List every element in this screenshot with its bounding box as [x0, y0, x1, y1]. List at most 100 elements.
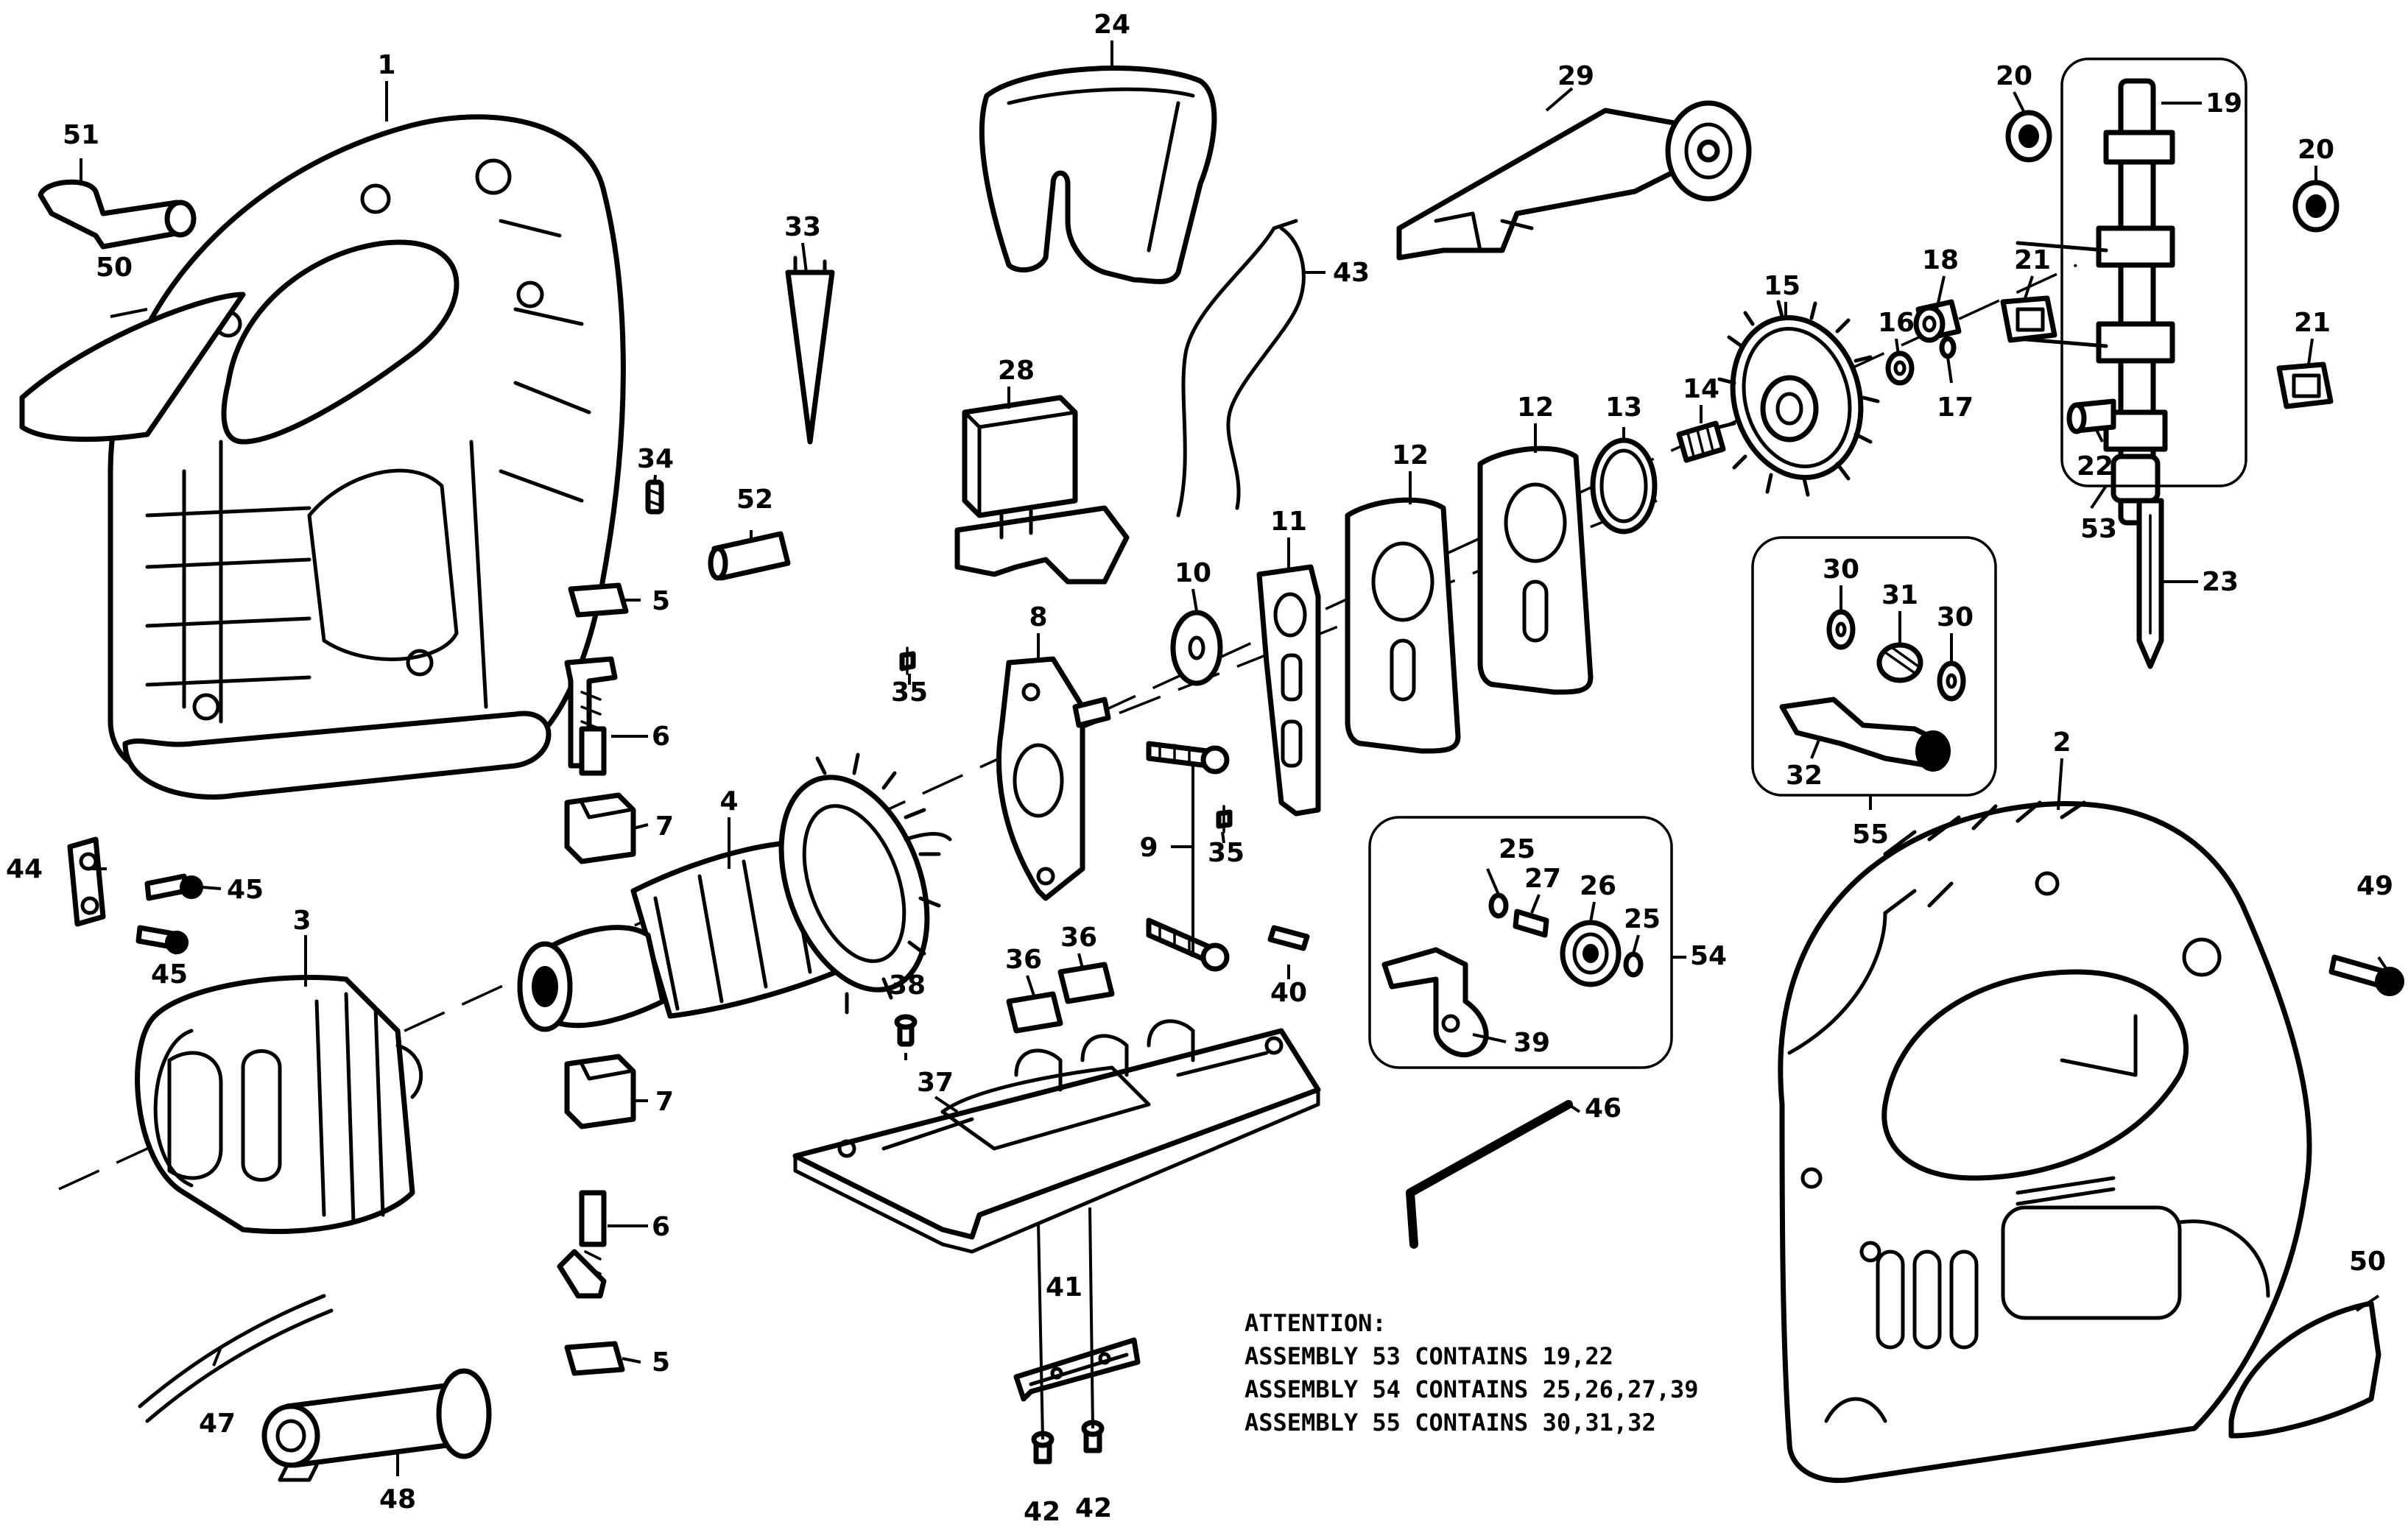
part-21-slider-right: [2276, 362, 2334, 409]
part-2-housing-right: [1778, 800, 2312, 1484]
part-13-ring: [1590, 437, 1658, 535]
part-22-roller-pin: [2066, 398, 2116, 434]
label-52: 52: [736, 484, 773, 515]
part-49-screw: [2328, 954, 2404, 996]
label-4: 4: [719, 786, 738, 817]
part-12-plate-front: [1345, 497, 1461, 754]
label-14: 14: [1683, 374, 1719, 404]
part-44-cord-clamp: [67, 836, 106, 927]
part-9-screw-upper: [1146, 741, 1230, 775]
label-53: 53: [2080, 514, 2117, 544]
label-32: 32: [1786, 761, 1823, 791]
label-7a: 7: [655, 811, 674, 842]
label-33: 33: [784, 212, 821, 242]
part-6-brush-upper: [564, 656, 618, 776]
part-39-bracket: [1381, 947, 1489, 1058]
part-36-pad-right: [1057, 962, 1115, 1004]
label-39: 39: [1513, 1028, 1550, 1058]
part-29-roller-arm: [1396, 100, 1752, 261]
label-35b: 35: [1208, 838, 1245, 868]
label-21b: 21: [2294, 308, 2331, 338]
part-14-needle-bearing: [1676, 420, 1726, 463]
part-3-stator: [135, 974, 423, 1235]
label-24: 24: [1094, 10, 1130, 40]
label-3: 3: [292, 906, 311, 936]
label-42a: 42: [1024, 1497, 1060, 1527]
label-45a: 45: [227, 875, 264, 905]
label-42b: 42: [1075, 1493, 1112, 1523]
label-54: 54: [1690, 941, 1727, 971]
label-28: 28: [998, 356, 1035, 386]
part-31-spring: [1876, 642, 1923, 683]
part-25-washer-right: [1623, 951, 1644, 978]
label-40: 40: [1270, 978, 1307, 1008]
label-30a: 30: [1823, 554, 1859, 585]
label-55: 55: [1852, 819, 1889, 850]
part-52-pin: [708, 531, 791, 581]
part-24-guard: [979, 66, 1217, 284]
part-48-cord-protector: [261, 1368, 492, 1482]
label-46: 46: [1585, 1093, 1622, 1124]
note-line-3: ASSEMBLY 55 CONTAINS 30,31,32: [1245, 1409, 1656, 1436]
attention-note: ATTENTION: ASSEMBLY 53 CONTAINS 19,22 AS…: [1245, 1309, 1699, 1436]
label-20b: 20: [2298, 135, 2334, 165]
note-line-1: ASSEMBLY 53 CONTAINS 19,22: [1245, 1342, 1613, 1370]
part-16-washer: [1885, 350, 1915, 386]
part-9-screw-lower: [1146, 917, 1230, 972]
part-19-plunger: [2016, 78, 2175, 526]
label-17: 17: [1937, 392, 1974, 423]
label-15: 15: [1764, 271, 1800, 301]
part-46-hex-key: [1406, 1100, 1573, 1249]
part-1-housing-left: [108, 114, 626, 800]
part-18-bushing: [1913, 299, 1962, 343]
label-5a: 5: [652, 586, 670, 616]
label-47: 47: [199, 1409, 236, 1439]
part-32-lever: [1779, 697, 1951, 772]
part-21-slider-left: [2000, 295, 2057, 343]
part-35-pin-upper: [899, 646, 916, 675]
part-35-pin-lower: [1216, 805, 1233, 833]
label-13: 13: [1605, 392, 1642, 423]
label-6a: 6: [652, 722, 670, 752]
part-45-screw-lower: [135, 925, 189, 954]
part-38-screw: [894, 1014, 918, 1047]
label-18: 18: [1922, 245, 1959, 275]
part-10-washer: [1170, 610, 1223, 686]
label-10: 10: [1175, 558, 1211, 588]
label-44: 44: [6, 854, 43, 884]
part-7-brush-holder-upper: [564, 792, 636, 864]
label-25a: 25: [1499, 834, 1535, 864]
part-20-bearing-left: [2005, 110, 2052, 163]
label-20a: 20: [1996, 61, 2032, 91]
label-25b: 25: [1624, 904, 1661, 934]
label-23: 23: [2202, 567, 2239, 597]
label-27: 27: [1524, 864, 1561, 894]
part-30-washer-left: [1826, 609, 1856, 650]
part-15-gear: [1717, 300, 1880, 497]
label-29: 29: [1557, 61, 1594, 91]
label-41: 41: [1046, 1272, 1082, 1302]
part-28-switch: [954, 395, 1130, 585]
part-7-brush-holder-lower: [564, 1054, 636, 1129]
label-11: 11: [1270, 507, 1307, 537]
label-2: 2: [2052, 727, 2071, 758]
label-1: 1: [377, 50, 395, 80]
label-36b: 36: [1060, 923, 1097, 953]
part-4-armature: [517, 752, 952, 1032]
part-23-blade: [2136, 498, 2164, 669]
part-25-washer-left: [1488, 892, 1509, 919]
label-34: 34: [637, 444, 674, 474]
label-48: 48: [379, 1484, 416, 1515]
label-12b: 12: [1517, 392, 1554, 423]
part-8-bearing-bracket: [996, 656, 1111, 901]
note-heading: ATTENTION:: [1245, 1309, 1387, 1337]
label-45b: 45: [151, 959, 188, 990]
label-35a: 35: [891, 677, 928, 708]
part-12-plate-rear: [1477, 445, 1594, 695]
label-49: 49: [2356, 871, 2393, 901]
label-12a: 12: [1392, 440, 1429, 470]
part-26-roller: [1560, 920, 1622, 987]
part-5-brush-plate-upper: [568, 582, 629, 618]
label-36a: 36: [1005, 945, 1042, 975]
